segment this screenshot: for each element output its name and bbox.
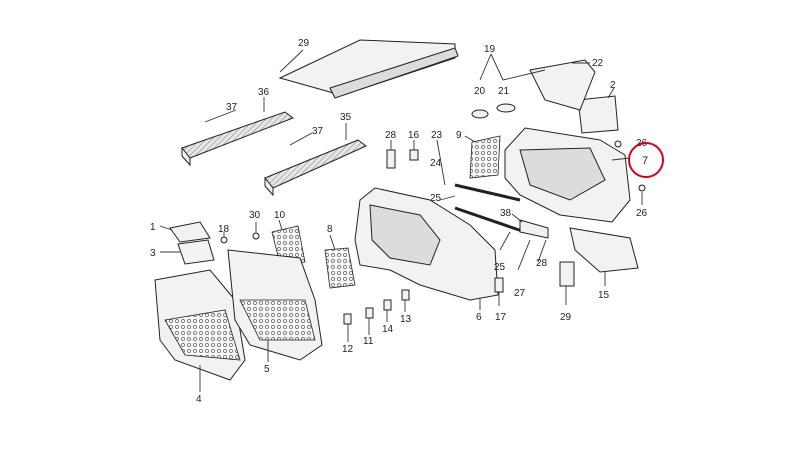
callout-17: 17	[495, 312, 507, 323]
part-storage-bin-2	[577, 87, 619, 134]
part-bolts	[220, 222, 260, 244]
callout-37-a: 37	[226, 102, 238, 113]
callout-15: 15	[598, 290, 610, 301]
callout-12: 12	[342, 344, 354, 355]
callout-30: 28	[385, 130, 397, 141]
callout-29: 29	[560, 312, 572, 323]
callout-32: 29	[298, 38, 310, 49]
callout-36: 36	[258, 87, 270, 98]
callout-37-b: 37	[312, 126, 324, 137]
callout-21: 21	[498, 86, 510, 97]
callout-2: 2	[610, 80, 616, 91]
part-speaker-grille-9	[464, 135, 501, 179]
callout-6: 6	[476, 312, 482, 323]
part-sill-plate-36	[181, 97, 295, 167]
part-clips-26	[614, 140, 646, 205]
part-clips-30-16	[386, 140, 419, 169]
callout-8: 8	[327, 224, 333, 235]
part-panel-4	[154, 269, 246, 392]
part-latch-29	[559, 261, 575, 305]
callout-labels: 29 36 37 35 37 28 16 23 9 24 25 38 25 27…	[150, 38, 648, 405]
callout-35: 35	[340, 112, 352, 123]
callout-38: 38	[500, 208, 512, 219]
callout-27: 27	[514, 288, 526, 299]
callout-25-b: 25	[494, 262, 506, 273]
callout-34: 30	[249, 210, 261, 221]
part-fasteners-middle	[494, 213, 549, 306]
callout-26-b: 26	[636, 208, 648, 219]
callout-9: 9	[456, 130, 462, 141]
highlighted-callout-7[interactable]: 7	[628, 142, 664, 178]
callout-11: 11	[363, 336, 374, 347]
part-panel-5	[227, 249, 323, 362]
callout-22: 22	[592, 58, 604, 69]
part-sill-plate-35	[264, 123, 367, 197]
part-brackets-1-3	[159, 221, 215, 265]
part-clips-lower	[343, 289, 410, 342]
callout-4: 4	[196, 394, 202, 405]
callout-20: 20	[474, 86, 486, 97]
callout-19: 19	[484, 44, 496, 55]
part-quarter-trim-6	[354, 187, 499, 310]
part-grille-8	[324, 234, 356, 289]
part-grille-10	[271, 219, 306, 265]
callout-7: 7	[642, 155, 648, 167]
callout-1: 1	[150, 222, 156, 233]
part-rods	[436, 139, 526, 234]
callout-18: 18	[218, 224, 230, 235]
highlight-circle	[628, 142, 664, 178]
callout-3: 3	[150, 248, 156, 259]
callout-13: 13	[400, 314, 412, 325]
callout-16: 16	[408, 130, 420, 141]
callout-23: 23	[431, 130, 443, 141]
callout-14: 14	[382, 324, 394, 335]
callout-5: 5	[264, 364, 270, 375]
part-lower-trim-15	[569, 227, 639, 286]
callout-10: 10	[274, 210, 286, 221]
callout-25-a: 25	[430, 193, 442, 204]
part-cargo-cover	[278, 39, 459, 99]
callout-24: 24	[430, 158, 442, 169]
callout-28: 28	[536, 258, 548, 269]
part-upper-trim-19	[471, 53, 596, 119]
part-quarter-trim-7	[504, 127, 631, 223]
